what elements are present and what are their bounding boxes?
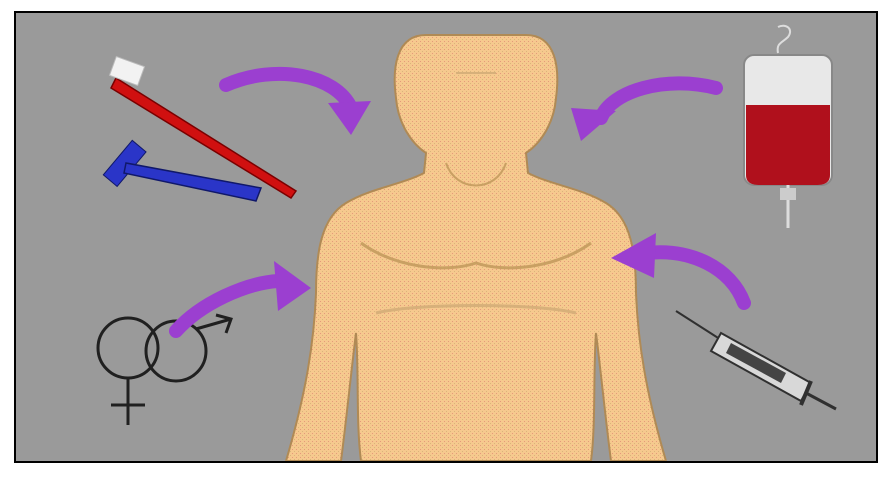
transmission-diagram [16, 13, 876, 461]
diagram-canvas [14, 11, 878, 463]
